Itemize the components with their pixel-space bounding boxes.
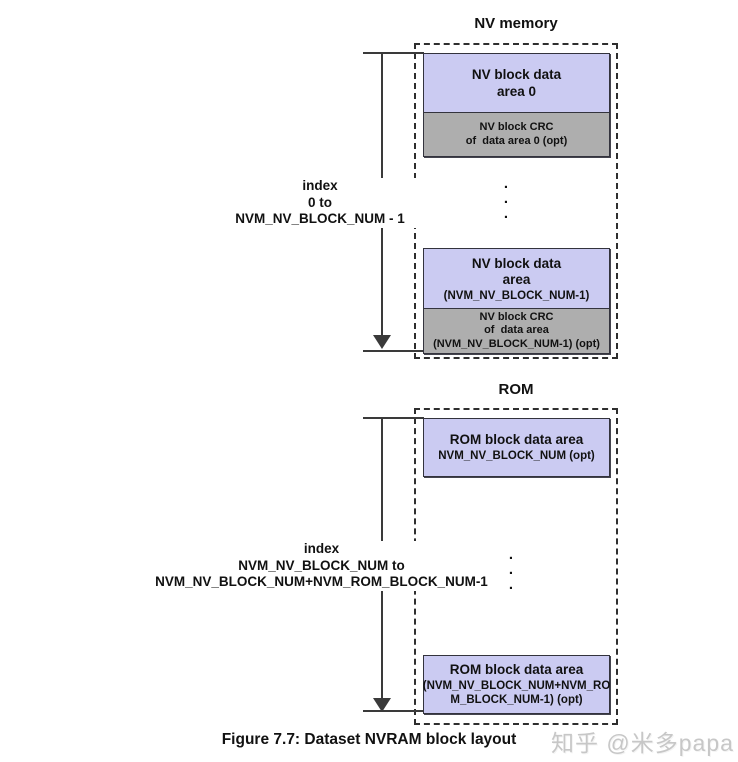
nv-index-top-tick-line: [363, 52, 424, 54]
figure-caption: Figure 7.7: Dataset NVRAM block layout: [221, 731, 517, 748]
rom-block-data-area-last-sublabel: (NVM_NV_BLOCK_NUM+NVM_RO M_BLOCK_NUM-1) …: [422, 679, 611, 706]
nv-index-range-label: index 0 to NVM_NV_BLOCK_NUM - 1: [205, 178, 435, 228]
watermark-text: 知乎 @米多papa: [551, 730, 734, 756]
rom-index-range-label: index NVM_NV_BLOCK_NUM to NVM_NV_BLOCK_N…: [140, 541, 503, 591]
nv-block-crc-n: NV block CRC of data area (NVM_NV_BLOCK_…: [423, 308, 610, 354]
rom-title: ROM: [498, 381, 534, 398]
nv-index-arrow-head-icon: [373, 335, 391, 349]
nv-index-bottom-tick-line: [363, 350, 424, 352]
nv-block-data-area-0-label: NV block data area 0: [471, 67, 562, 99]
nv-block-crc-n-label: NV block CRC of data area (NVM_NV_BLOCK_…: [433, 310, 600, 350]
nv-block-crc-0: NV block CRC of data area 0 (opt): [423, 112, 610, 157]
nv-block-crc-0-label: NV block CRC of data area 0 (opt): [465, 121, 568, 147]
nv-memory-title: NV memory: [474, 15, 558, 32]
rom-block-data-area-last: ROM block data area (NVM_NV_BLOCK_NUM+NV…: [423, 655, 610, 714]
rom-block-data-area-first-sublabel: NVM_NV_BLOCK_NUM (opt): [438, 449, 595, 462]
nv-block-data-area-n-sublabel: (NVM_NV_BLOCK_NUM-1): [443, 289, 590, 302]
nv-block-data-area-n-label: NV block data area: [471, 255, 562, 288]
nv-ellipsis: . . .: [503, 175, 509, 222]
nv-block-data-area-0: NV block data area 0: [423, 53, 610, 114]
rom-index-bottom-tick-line: [363, 710, 424, 712]
nv-block-data-area-n: NV block data area (NVM_NV_BLOCK_NUM-1): [423, 248, 610, 310]
rom-index-top-tick-line: [363, 417, 424, 419]
rom-block-data-area-first-label: ROM block data area: [449, 432, 584, 448]
rom-index-arrow-head-icon: [373, 698, 391, 712]
rom-block-data-area-last-label: ROM block data area: [449, 662, 584, 678]
rom-block-data-area-first: ROM block data area NVM_NV_BLOCK_NUM (op…: [423, 418, 610, 477]
rom-ellipsis: . . .: [508, 546, 514, 593]
